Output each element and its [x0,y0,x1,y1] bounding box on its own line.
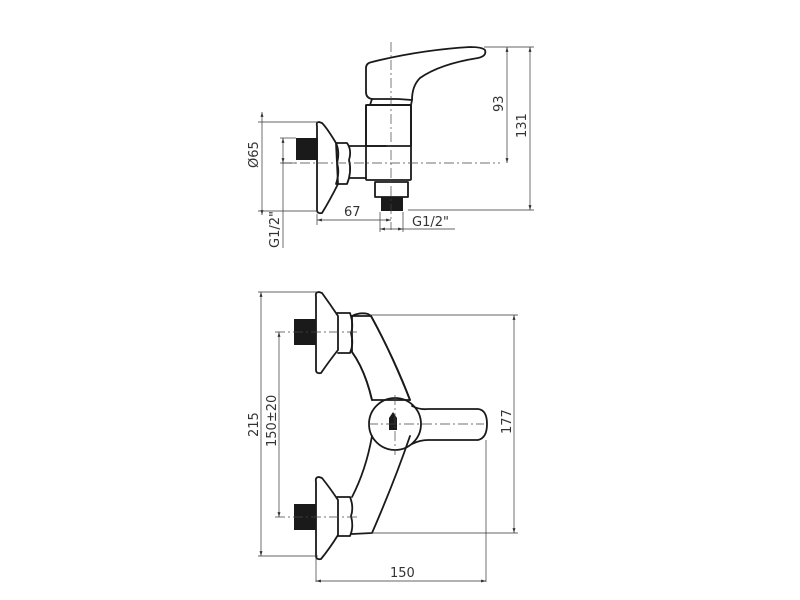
wall-flange [315,121,339,215]
mixer-body-top [351,312,411,401]
lever-handle [365,46,487,101]
dim-axis-to-top: 93 [492,95,507,112]
dim-inlet-thread: G1/2" [268,211,283,248]
side-view: Ø65 G1/2" 67 G1/2" 93 131 [247,42,534,248]
lower-flange [314,476,339,561]
dim-overall-height-top: 215 [247,412,262,437]
top-view: 215 150±20 177 150 [247,291,518,583]
upper-flange [314,291,339,375]
dim-flange-diameter: Ø65 [247,141,262,168]
mixer-body [365,104,412,147]
inlet-nut [335,142,352,185]
dim-overall-height-side: 131 [515,113,530,138]
outlet-connector [374,181,409,198]
dim-body-height: 177 [500,409,515,434]
inlet-thread [296,138,318,160]
lower-inlet-thread [294,504,316,530]
dim-outlet-thread: G1/2" [412,215,449,230]
dim-overall-depth: 150 [390,566,415,581]
upper-inlet-thread [294,319,316,345]
dim-inlet-spacing: 150±20 [265,395,280,447]
logo-mark [389,412,397,430]
lever-top [411,405,488,445]
dim-projection: 67 [344,205,361,220]
outlet-thread [381,197,403,211]
